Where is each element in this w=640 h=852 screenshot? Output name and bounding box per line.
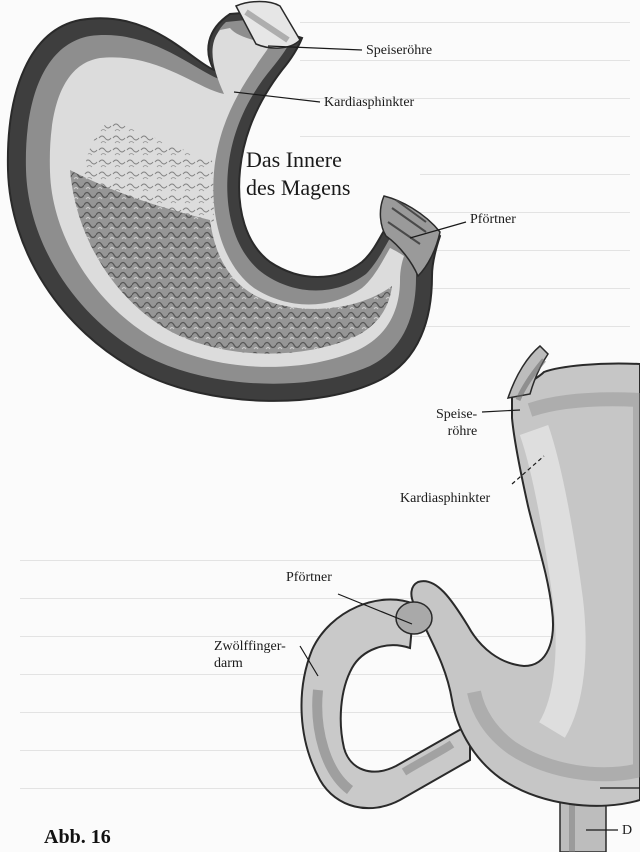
label-speise-line1: Speise-: [436, 406, 477, 423]
label-kardiasphinkter-bottom: Kardiasphinkter: [400, 490, 490, 507]
label-pfoertner-top: Pförtner: [470, 211, 516, 228]
figure-title-line1: Das Innere: [246, 146, 350, 174]
label-d-cut: D: [622, 822, 632, 839]
label-zwoelf-line1: Zwölffinger-: [214, 638, 286, 655]
label-speiseroehre-top: Speiseröhre: [366, 42, 432, 59]
label-pfoertner-bottom: Pförtner: [286, 569, 332, 586]
figure-caption: Abb. 16: [44, 826, 111, 849]
figure-title-line2: des Magens: [246, 174, 350, 202]
pylorus-exterior: [396, 602, 432, 634]
label-speiseroehre-bottom: Speise- röhre: [436, 406, 477, 440]
label-kardiasphinkter-top: Kardiasphinkter: [324, 94, 414, 111]
figure-title: Das Innere des Magens: [246, 146, 350, 202]
label-zwoelf-line2: darm: [214, 655, 286, 672]
label-zwoelffingerdarm: Zwölffinger- darm: [214, 638, 286, 672]
stomach-interior-drawing: [8, 2, 440, 401]
label-speise-line2: röhre: [436, 423, 477, 440]
